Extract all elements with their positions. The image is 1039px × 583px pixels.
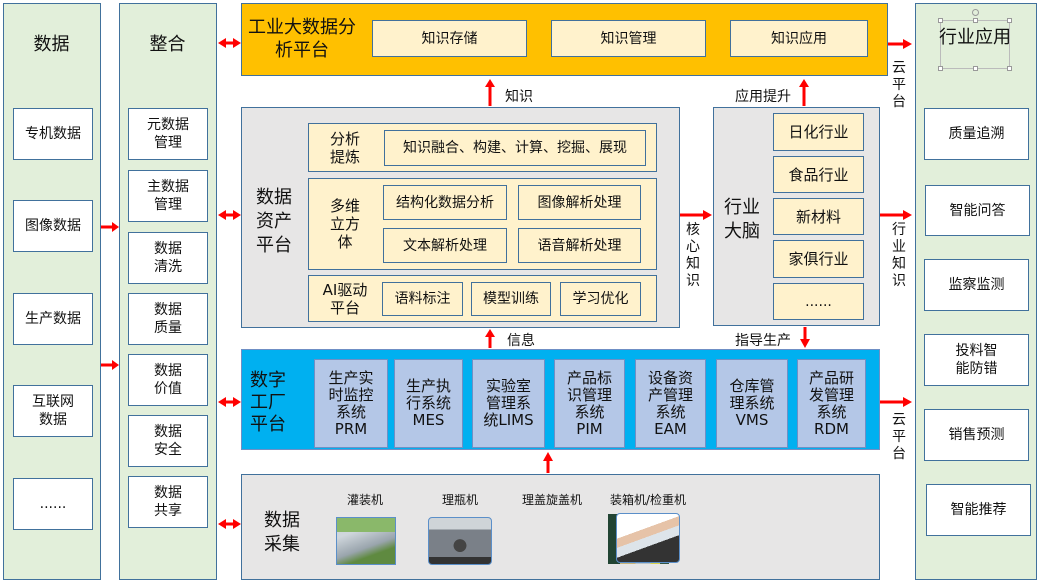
industry-app-item: 销售预测 [924, 409, 1029, 461]
machine-label: 理瓶机 [441, 493, 478, 507]
label-app-upgrade: 应用提升 [735, 89, 791, 105]
factory-module: 生产实时监控系统PRM [314, 359, 388, 448]
arrow-acquisition-to-factory [543, 452, 553, 473]
integration-item: 数据共享 [128, 476, 208, 528]
asset-row-label: AI驱动平台 [322, 280, 368, 317]
filling-machine-photo [336, 517, 396, 565]
resize-handle[interactable] [1007, 66, 1012, 71]
arrow-brain-to-factory [800, 327, 810, 348]
resize-handle[interactable] [938, 18, 943, 23]
double-arrow-integration-asset [218, 210, 241, 220]
label-info: 信息 [507, 333, 535, 349]
industry-brain-title: 行业大脑 [724, 197, 760, 242]
label-cloud-bottom: 云平台 [892, 412, 906, 462]
integration-item: 数据价值 [128, 354, 208, 406]
data-item: 专机数据 [13, 108, 93, 160]
resize-handle[interactable] [973, 66, 978, 71]
industry-app-item: 质量追溯 [924, 108, 1029, 160]
industry-app-item: 监察监测 [924, 259, 1029, 311]
rotate-handle-icon[interactable] [972, 9, 979, 16]
asset-row-label: 分析提炼 [329, 129, 360, 166]
arrow-factory-to-app [880, 397, 912, 407]
data-item: 互联网数据 [13, 385, 93, 437]
factory-module: 设备资产管理系统EAM [635, 359, 706, 448]
asset-item: 语料标注 [382, 282, 463, 316]
integration-item: 数据安全 [128, 415, 208, 467]
arrow-analysis-to-app [888, 39, 912, 49]
arrow-factory-to-asset [485, 329, 495, 348]
asset-item: 文本解析处理 [383, 228, 507, 263]
label-industry-knowledge: 行业知识 [892, 222, 906, 289]
machine-label: 灌装机 [346, 493, 383, 507]
arrow-asset-to-brain [680, 210, 712, 220]
label-knowledge: 知识 [505, 89, 533, 105]
analysis-platform-title: 工业大数据分析平台 [248, 17, 356, 61]
integration-item: 数据质量 [128, 293, 208, 345]
selected-textbox[interactable]: 行业应用 [938, 9, 1012, 71]
knowledge-application: 知识应用 [730, 20, 868, 57]
factory-module: 实验室管理系统LIMS [472, 359, 545, 448]
industry-item: 食品行业 [773, 156, 864, 193]
double-arrow-integration-analysis [218, 38, 241, 48]
label-guide-production: 指导生产 [735, 333, 791, 349]
knowledge-management: 知识管理 [551, 20, 706, 57]
factory-module: 产品研发管理系统RDM [797, 359, 866, 448]
label-cloud-top: 云平台 [892, 60, 906, 110]
asset-item: 模型训练 [471, 282, 551, 316]
resize-handle[interactable] [1007, 18, 1012, 23]
resize-handle[interactable] [973, 18, 978, 23]
asset-item: 图像解析处理 [518, 185, 641, 220]
arrow-data-to-integration [101, 360, 119, 370]
factory-module: 生产执行系统MES [394, 359, 463, 448]
data-column-title: 数据 [33, 34, 70, 55]
industry-item: ...... [773, 283, 864, 320]
industry-item: 新材料 [773, 198, 864, 235]
integration-item: 主数据管理 [128, 170, 208, 222]
industry-app-item: 智能问答 [925, 185, 1030, 236]
industry-item: 家俱行业 [773, 240, 864, 278]
arrow-data-to-integration [101, 222, 119, 232]
knowledge-storage: 知识存储 [372, 20, 527, 57]
asset-item: 结构化数据分析 [383, 185, 507, 220]
digital-factory: 数字工厂平台 生产实时监控系统PRM 生产执行系统MES 实验室管理系统LIMS… [241, 349, 880, 450]
data-acquisition-title: 数据采集 [264, 510, 300, 555]
integration-item: 元数据管理 [128, 108, 208, 160]
integration-item: 数据清洗 [128, 232, 208, 284]
arrow-brain-to-app [880, 210, 912, 220]
bottle-sorting-machine-photo [428, 517, 492, 565]
data-item: ...... [13, 478, 93, 530]
asset-item: 知识融合、构建、计算、挖掘、展现 [384, 130, 646, 166]
asset-row-label: 多维立方体 [329, 197, 360, 251]
machine-label: 装箱机/检重机 [609, 493, 687, 507]
arrow-asset-to-analysis [485, 79, 495, 106]
asset-item: 语音解析处理 [518, 228, 641, 263]
packing-weighing-photo [616, 513, 680, 563]
data-item: 生产数据 [13, 293, 93, 345]
industry-item: 日化行业 [773, 113, 864, 151]
double-arrow-integration-acquisition [218, 519, 241, 529]
double-arrow-integration-factory [218, 397, 241, 407]
data-item: 图像数据 [13, 200, 93, 252]
integration-column-title: 整合 [149, 34, 186, 55]
asset-platform-title: 数据资产平台 [256, 187, 292, 256]
label-core-knowledge: 核心知识 [686, 222, 700, 289]
asset-item: 学习优化 [560, 282, 641, 316]
industry-app-title[interactable]: 行业应用 [939, 27, 1011, 48]
industry-app-item: 智能推荐 [926, 484, 1031, 536]
digital-factory-title: 数字工厂平台 [250, 370, 286, 435]
resize-handle[interactable] [938, 66, 943, 71]
arrow-brain-to-analysis [799, 79, 809, 106]
factory-module: 产品标识管理系统PIM [554, 359, 625, 448]
industry-app-item: 投料智能防错 [924, 334, 1029, 386]
factory-module: 仓库管理系统VMS [716, 359, 788, 448]
machine-label: 理盖旋盖机 [521, 493, 582, 507]
